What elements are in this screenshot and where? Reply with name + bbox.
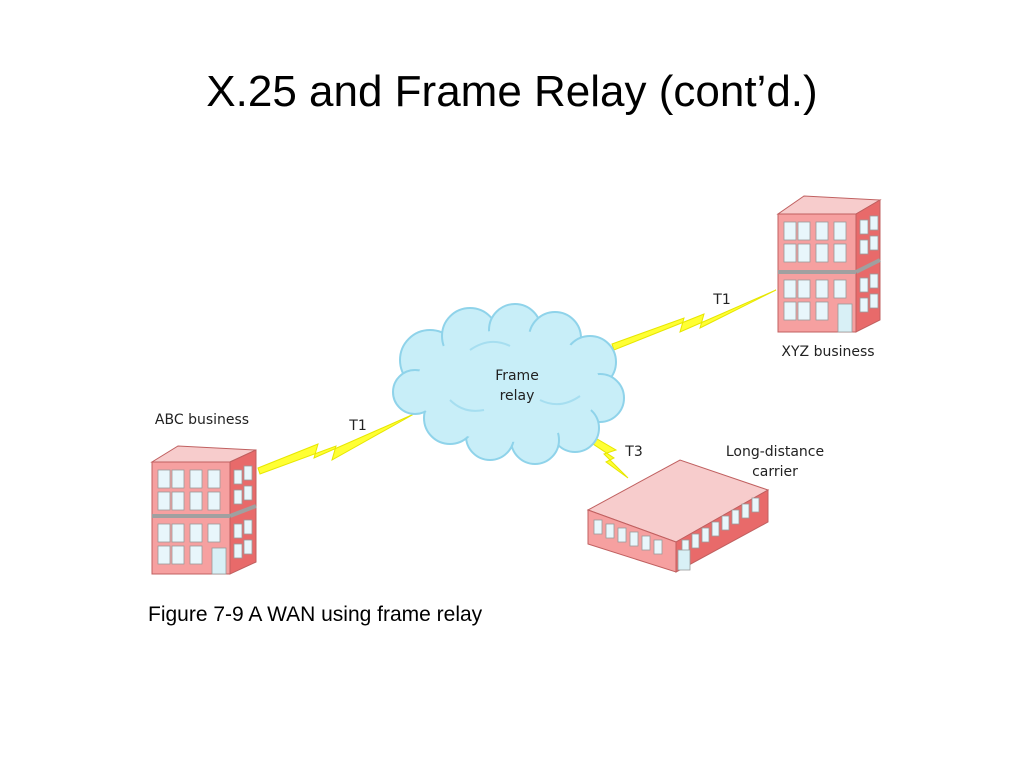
xyz-business-label: XYZ business: [781, 344, 874, 360]
carrier-t3-label: T3: [624, 444, 642, 460]
xyz-t1-lightning: [611, 289, 777, 351]
abc-t1-lightning: [257, 413, 415, 475]
long-distance-carrier-building: [586, 459, 770, 573]
carrier-label-line2: carrier: [752, 464, 798, 480]
abc-t1-label: T1: [348, 418, 366, 434]
cloud-label-line1: Frame: [495, 368, 539, 384]
abc-business-building: [150, 445, 257, 575]
xyz-business-building: [776, 195, 882, 333]
cloud-label-line2: relay: [500, 388, 535, 404]
figure-caption: Figure 7-9 A WAN using frame relay: [148, 603, 483, 626]
carrier-label-line1: Long-distance: [726, 444, 824, 460]
carrier-t3-lightning: [589, 435, 629, 479]
abc-business-label: ABC business: [155, 412, 249, 428]
slide-title: X.25 and Frame Relay (cont’d.): [206, 67, 818, 116]
frame-relay-cloud: [392, 303, 625, 465]
xyz-t1-label: T1: [712, 292, 730, 308]
